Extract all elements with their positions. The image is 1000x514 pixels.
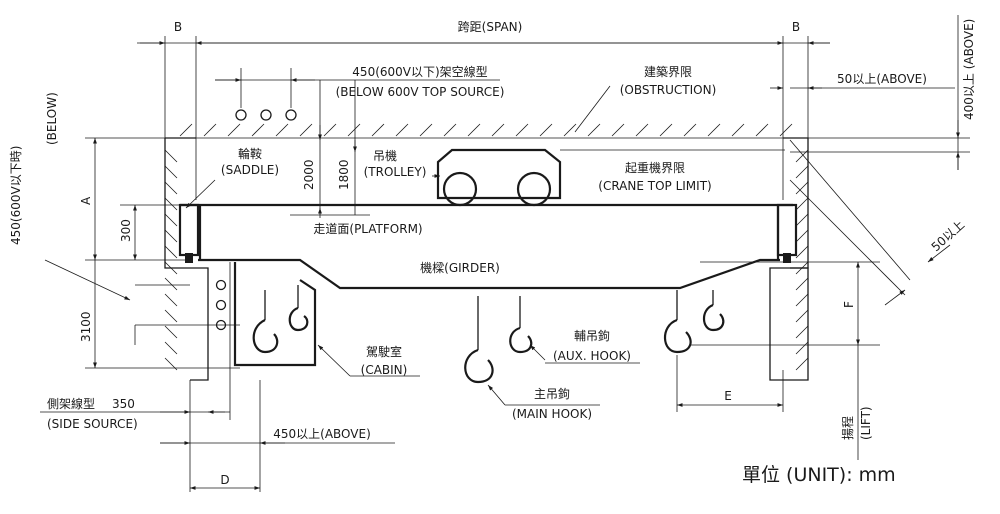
girder: 機樑(GIRDER) — [178, 203, 798, 290]
below-label: (BELOW) — [45, 92, 59, 145]
diag50-label: 50以上 — [929, 218, 968, 255]
obstruction-cn: 建築界限 — [644, 64, 692, 79]
cabin-cn: 駕駛室 — [366, 344, 402, 359]
main-hook-cn: 主吊鉤 — [534, 386, 570, 401]
side-source-cn: 側架線型 — [47, 396, 95, 411]
top-source-dimension: 450(600V以下)架空線型 (BELOW 600V TOP SOURCE) — [215, 64, 505, 121]
aux-hook-cn: 輔吊鉤 — [574, 328, 610, 343]
left-dims: A 300 3100 450(600V以下時) (BELOW) — [9, 92, 240, 369]
saddle-callout: 輪鞍 (SADDLE) — [185, 146, 279, 209]
saddle-en: (SADDLE) — [221, 163, 279, 177]
main-hook-en: (MAIN HOOK) — [512, 407, 592, 421]
platform-dims: 2000 1800 走道面(PLATFORM) — [290, 80, 423, 236]
b-right-label: B — [792, 20, 800, 34]
crane-limit-cn: 起重機界限 — [625, 160, 685, 175]
dim3100-label: 3100 — [79, 311, 93, 342]
lift-cn: 揚程 — [840, 416, 855, 440]
crane-limit-en: (CRANE TOP LIMIT) — [598, 179, 711, 193]
girder-label: 機樑(GIRDER) — [420, 260, 500, 275]
ceiling-obstruction: 建築界限 (OBSTRUCTION) — [165, 64, 808, 139]
trolley-wheel-right — [516, 171, 552, 207]
dim2000-label: 2000 — [302, 159, 316, 190]
trolley-wheel-left — [442, 171, 478, 207]
top-source-en: (BELOW 600V TOP SOURCE) — [336, 85, 505, 99]
trolley-cn: 吊機 — [373, 148, 397, 163]
dim-f-label: F — [842, 301, 856, 308]
unit-label: 單位 (UNIT): mm — [742, 464, 896, 486]
dim-e-label: E — [724, 389, 732, 403]
dim1800-label: 1800 — [337, 159, 351, 190]
dim-d-label: D — [220, 473, 229, 487]
aux-hook-en: (AUX. HOOK) — [553, 349, 631, 363]
above450-label: 450以上(ABOVE) — [273, 427, 371, 441]
conductor-1 — [235, 109, 247, 121]
platform-label: 走道面(PLATFORM) — [313, 222, 422, 236]
cabin: 駕駛室 (CABIN) — [215, 262, 420, 380]
aux-hook: 輔吊鉤 (AUX. HOOK) — [509, 296, 640, 364]
lift-en: (LIFT) — [859, 406, 873, 440]
trolley-en: (TROLLEY) — [364, 165, 427, 179]
saddle-left — [178, 203, 200, 257]
above50-label: 50以上(ABOVE) — [837, 72, 927, 86]
below450-label: 450(600V以下時) — [9, 146, 23, 245]
saddle-right — [776, 203, 798, 257]
bottom-left-dims: 側架線型 350 (SIDE SOURCE) 450以上(ABOVE) D — [40, 380, 395, 492]
right-hooks — [663, 290, 725, 354]
span-dimension: 跨距(SPAN) B B — [137, 20, 830, 200]
side-source-en: (SIDE SOURCE) — [47, 417, 138, 431]
conductor-2 — [260, 109, 272, 121]
top-source-cn: 450(600V以下)架空線型 — [352, 64, 487, 79]
saddle-cn: 輪鞍 — [238, 146, 262, 161]
right-clearance-dims: 50以上(ABOVE) 400以上 (ABOVE) — [770, 15, 976, 170]
dim300-label: 300 — [119, 219, 133, 242]
span-label: 跨距(SPAN) — [458, 20, 523, 34]
cabin-en: (CABIN) — [361, 363, 408, 377]
dim-a-label: A — [79, 196, 93, 205]
side-source-val: 350 — [112, 397, 135, 411]
conductor-3 — [285, 109, 297, 121]
trolley: 吊機 (TROLLEY) 起重機界限 (CRANE TOP LIMIT) — [364, 148, 785, 207]
main-hook: 主吊鉤 (MAIN HOOK) — [464, 296, 600, 421]
left-column — [164, 137, 209, 381]
above400-label: 400以上 (ABOVE) — [962, 19, 976, 120]
right-dims: F 揚程 (LIFT) E — [676, 261, 880, 460]
right-column: 50以上 — [769, 137, 968, 381]
obstruction-en: (OBSTRUCTION) — [620, 83, 717, 97]
b-left-label: B — [174, 20, 182, 34]
